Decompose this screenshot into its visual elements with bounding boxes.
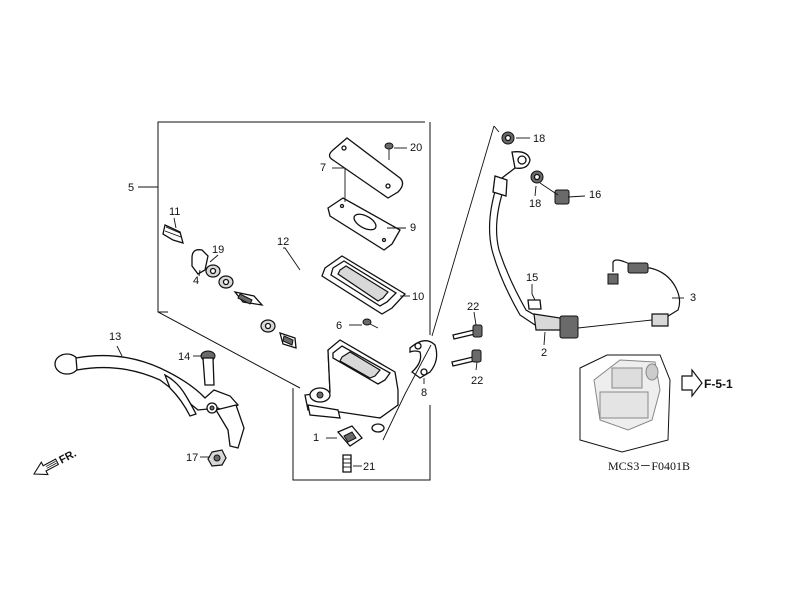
diagram-code: MCS3－F0401B [608,459,690,473]
holder-clamp [409,340,438,379]
callout-3: 3 [690,292,696,304]
callout-10: 10 [412,291,424,303]
callout-9: 9 [410,222,416,234]
callout-22-upper: 22 [467,301,479,313]
callout-20: 20 [410,142,422,154]
assembly-frame [157,121,431,481]
callout-19: 19 [212,244,224,256]
screw-20 [384,142,394,160]
front-marker: FR. [33,448,79,476]
piston-set [162,224,297,349]
abs-modulator [579,354,703,453]
callout-11: 11 [169,206,180,218]
pivot-nut [207,449,227,467]
bolt-22-upper [452,324,483,340]
screw-6 [362,318,379,329]
screw-21 [342,454,352,473]
callout-22-lower: 22 [471,375,483,387]
leader-lines [116,125,684,467]
callout-18-lower: 18 [529,198,541,210]
callout-18-upper: 18 [533,133,545,145]
callout-5: 5 [128,182,134,194]
bolt-22-lower [451,349,482,367]
callout-8: 8 [421,387,427,399]
callout-16: 16 [589,189,601,201]
reservoir-plate [327,197,401,251]
diaphragm [321,255,407,315]
pivot-bolt [200,350,216,386]
callout-4: 4 [193,275,199,287]
brake-lever [54,353,245,449]
callout-12: 12 [277,236,289,248]
reference-label: F-5-1 [704,377,733,391]
master-cylinder-body [304,339,399,433]
brake-light-switch [336,425,363,447]
callout-13: 13 [109,331,121,343]
callout-21: 21 [363,461,375,473]
callout-1: 1 [313,432,319,444]
brake-hose [488,131,579,339]
callouts: 1 2 3 4 5 6 7 8 9 10 11 12 13 14 15 16 1… [109,133,696,473]
callout-15: 15 [526,272,538,284]
front-marker-label: FR. [57,448,78,467]
callout-14: 14 [178,351,190,363]
brake-pipe [577,259,681,329]
reservoir-cap [328,137,404,199]
callout-7: 7 [320,162,326,174]
callout-17: 17 [186,452,198,464]
callout-2: 2 [541,347,547,359]
callout-6: 6 [336,320,342,332]
